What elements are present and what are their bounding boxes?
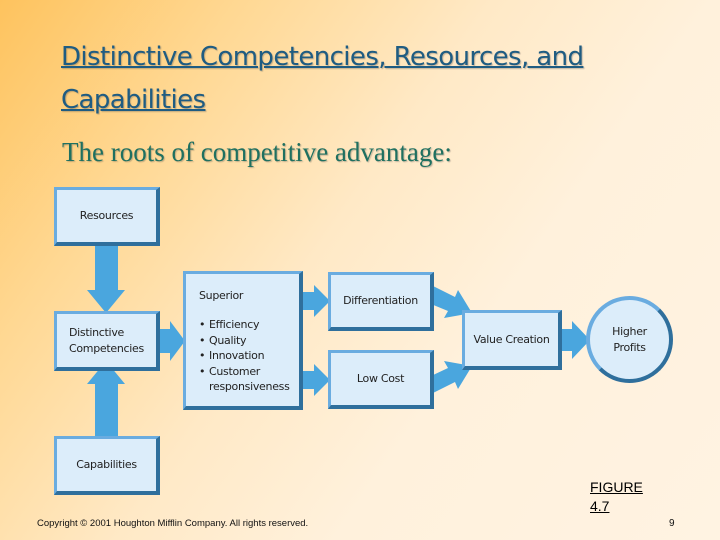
node-capabilities: Capabilities: [54, 436, 160, 495]
arrow-differentiation-to-value: [431, 285, 472, 318]
figure-label: FIGURE 4.7: [590, 478, 643, 516]
node-differentiation-label: Differentiation: [343, 294, 418, 307]
arrow-value-to-profits: [558, 321, 590, 359]
arrow-competencies-to-superior: [157, 321, 185, 361]
node-differentiation: Differentiation: [328, 272, 434, 331]
copyright-notice: Copyright © 2001 Houghton Mifflin Compan…: [37, 518, 309, 529]
node-low-cost: Low Cost: [328, 350, 434, 409]
arrow-lowcost-to-value: [431, 361, 472, 394]
node-value-creation: Value Creation: [462, 310, 562, 370]
node-profits-line1: Higher: [612, 324, 647, 338]
node-distinctive-competencies-label: Distinctive Competencies: [69, 325, 144, 357]
node-low-cost-label: Low Cost: [356, 372, 405, 385]
node-higher-profits: Higher Profits: [586, 296, 673, 383]
superior-item-innovation: Innovation: [199, 348, 299, 364]
node-superior-heading: Superior: [199, 289, 244, 302]
node-superior: Superior Efficiency Quality Innovation C…: [183, 271, 303, 410]
arrow-superior-to-lowcost: [302, 364, 330, 396]
node-resources: Resources: [54, 187, 160, 246]
figure-label-line1: FIGURE: [590, 479, 643, 495]
superior-item-quality: Quality: [199, 333, 299, 349]
arrow-resources-to-competencies: [87, 244, 125, 313]
superior-list: Efficiency Quality Innovation Customer r…: [199, 317, 299, 395]
arrow-superior-to-differentiation: [302, 285, 330, 317]
slide-title: Distinctive Competencies, Resources, and…: [61, 42, 584, 115]
node-capabilities-label: Capabilities: [76, 458, 137, 471]
node-distinctive-line1: Distinctive: [69, 325, 124, 339]
node-distinctive-line2: Competencies: [69, 341, 144, 355]
superior-item-customer-responsiveness: Customer responsiveness: [199, 364, 299, 395]
node-higher-profits-label: Higher Profits: [612, 324, 647, 356]
superior-item-efficiency: Efficiency: [199, 317, 299, 333]
slide-subtitle: The roots of competitive advantage:: [62, 137, 452, 167]
page-number: 9: [669, 518, 675, 529]
node-value-creation-label: Value Creation: [473, 332, 550, 346]
arrow-capabilities-to-competencies: [87, 361, 125, 438]
node-resources-label: Resources: [79, 209, 134, 222]
node-profits-line2: Profits: [613, 340, 646, 354]
figure-label-number: 4.7: [590, 498, 610, 514]
node-distinctive-competencies: Distinctive Competencies: [54, 311, 160, 371]
